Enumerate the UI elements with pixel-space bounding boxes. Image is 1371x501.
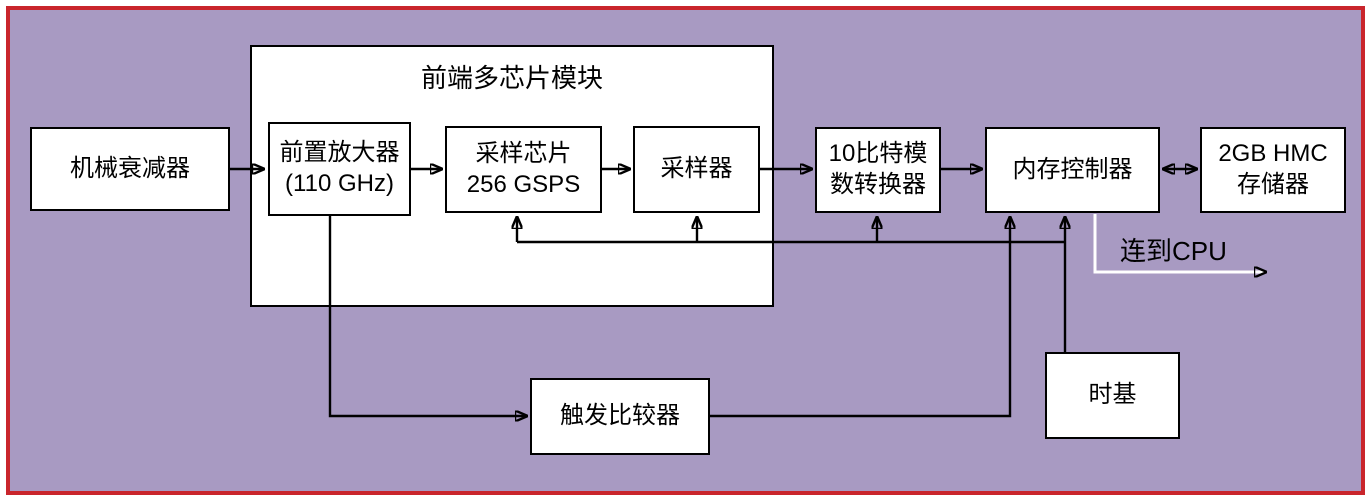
cpu-annotation: 连到CPU bbox=[1120, 236, 1227, 266]
trigger-comparator-label: 触发比较器 bbox=[560, 402, 680, 430]
preamplifier-label-line2: (110 GHz) bbox=[285, 170, 394, 197]
sampler-label: 采样器 bbox=[660, 155, 733, 183]
block-trigger-comparator: 触发比较器 bbox=[530, 378, 710, 455]
sampler-chip-label-line1: 采样芯片 bbox=[475, 139, 572, 167]
mechanical-attenuator-label: 机械衰减器 bbox=[70, 154, 190, 182]
hmc-memory-label-line1: 2GB HMC bbox=[1218, 140, 1328, 168]
sampler-chip-label-line2: 256 GSPS bbox=[466, 170, 581, 198]
frontend-module-title: 前端多芯片模块 bbox=[420, 63, 603, 93]
adc-label-line2: 数转换器 bbox=[830, 171, 926, 198]
hmc-memory-label-line2: 存储器 bbox=[1237, 171, 1309, 198]
memory-controller-label: 内存控制器 bbox=[1012, 155, 1133, 183]
preamplifier-label-line1: 前置放大器 bbox=[279, 139, 400, 167]
block-adc: 10比特模 数转换器 bbox=[815, 127, 941, 213]
block-sampler: 采样器 bbox=[633, 126, 760, 213]
block-timebase: 时基 bbox=[1045, 352, 1180, 439]
adc-label-line1: 10比特模 bbox=[828, 140, 928, 168]
block-preamplifier: 前置放大器 (110 GHz) bbox=[268, 122, 411, 216]
block-mechanical-attenuator: 机械衰减器 bbox=[30, 127, 230, 211]
block-sampler-chip: 采样芯片 256 GSPS bbox=[445, 126, 602, 213]
block-hmc-memory: 2GB HMC 存储器 bbox=[1200, 127, 1346, 213]
block-memory-controller: 内存控制器 bbox=[985, 127, 1160, 213]
timebase-label: 时基 bbox=[1088, 381, 1137, 409]
